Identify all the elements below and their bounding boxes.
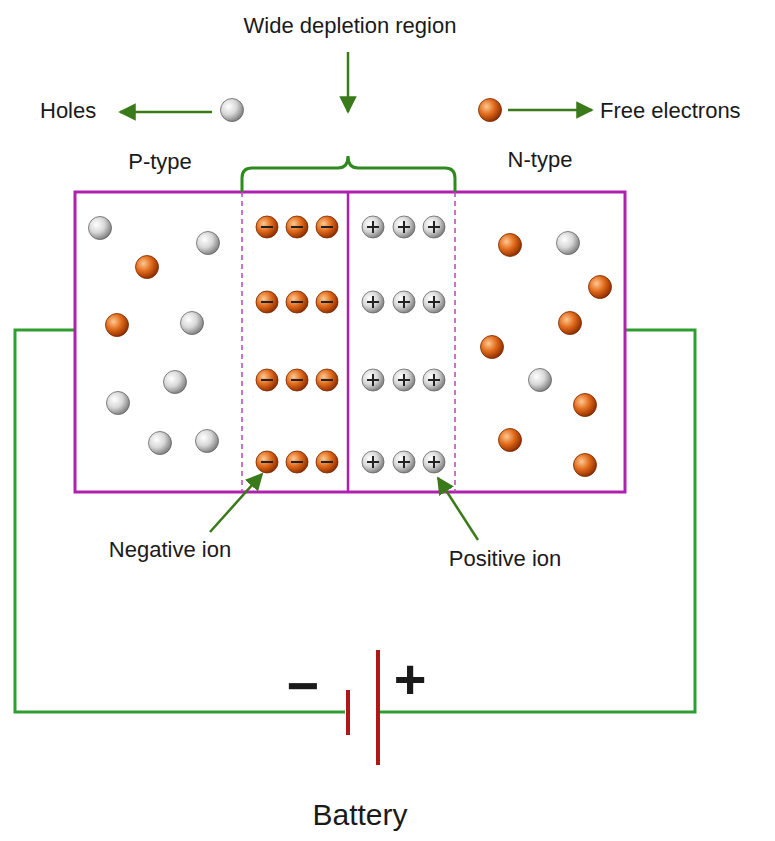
junction-line <box>347 192 350 492</box>
negative-ion <box>256 216 278 238</box>
ion-label: Negative ion <box>109 538 231 562</box>
negative-ion <box>316 369 338 391</box>
hole <box>149 432 172 455</box>
free-electron <box>499 429 522 452</box>
polarity-sign: + <box>394 648 427 710</box>
free-electron <box>574 394 597 417</box>
free-electron <box>574 454 597 477</box>
free-electron <box>479 99 502 122</box>
free-electron <box>499 234 522 257</box>
positive-ion <box>362 291 384 313</box>
free-electron <box>481 336 504 359</box>
carrier-label: Free electrons <box>600 99 741 123</box>
negative-ion <box>286 369 308 391</box>
negative-ion <box>286 451 308 473</box>
positive-ion <box>423 216 445 238</box>
region-label: P-type <box>128 150 192 174</box>
positive-ion <box>393 369 415 391</box>
semiconductor-block <box>75 192 625 492</box>
positive-ion <box>362 451 384 473</box>
free-electron <box>589 276 612 299</box>
negative-ion <box>316 451 338 473</box>
hole <box>557 232 580 255</box>
hole <box>181 312 204 335</box>
battery-symbol <box>348 650 378 765</box>
hole <box>197 232 220 255</box>
region-label: N-type <box>508 148 573 172</box>
positive-ion <box>362 216 384 238</box>
positive-ion <box>423 291 445 313</box>
depletion-bracket <box>242 156 455 192</box>
positive-ion <box>393 451 415 473</box>
polarity-sign: − <box>287 655 320 717</box>
positive-ion <box>393 291 415 313</box>
hole <box>196 430 219 453</box>
hole <box>107 392 130 415</box>
negative-ion <box>316 216 338 238</box>
depletion-edge <box>454 192 456 492</box>
free-electron <box>136 256 159 279</box>
carrier-label: Holes <box>40 99 96 123</box>
positive-ion <box>423 451 445 473</box>
hole <box>164 371 187 394</box>
depletion-edge <box>241 192 243 492</box>
negative-ion <box>286 291 308 313</box>
hole <box>529 369 552 392</box>
particle-group <box>89 99 612 477</box>
negative-ion <box>256 451 278 473</box>
negative-ion <box>256 369 278 391</box>
battery-label: Battery <box>312 798 407 831</box>
free-electron <box>559 312 582 335</box>
free-electron <box>106 314 129 337</box>
negative-ion <box>256 291 278 313</box>
region-label: Wide depletion region <box>244 14 457 38</box>
positive-ion <box>362 369 384 391</box>
negative-ion <box>316 291 338 313</box>
hole <box>221 99 244 122</box>
hole <box>89 217 112 240</box>
negative-ion <box>286 216 308 238</box>
positive-ion <box>393 216 415 238</box>
leader-arrow <box>120 52 592 540</box>
ion-label: Positive ion <box>449 547 562 571</box>
positive-ion <box>423 369 445 391</box>
